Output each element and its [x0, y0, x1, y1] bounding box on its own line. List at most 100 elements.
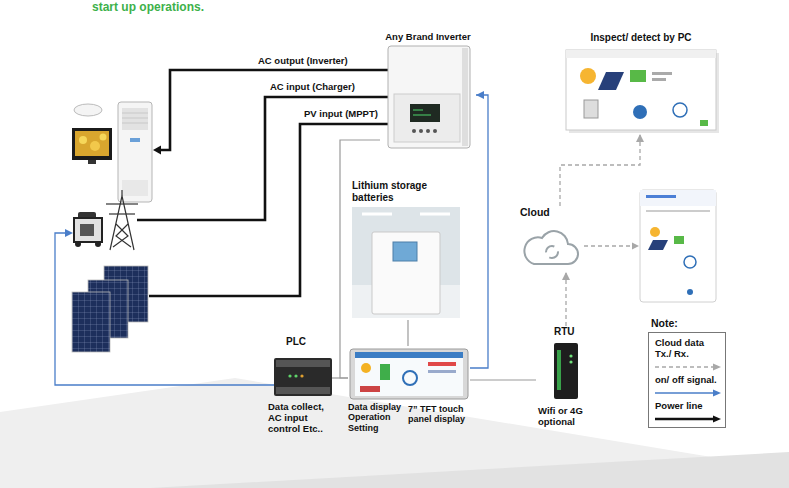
rtu-device: [569, 360, 572, 363]
pc-screenshot: [652, 78, 666, 81]
battery-photo: [393, 242, 417, 261]
battery-photo: [362, 213, 450, 216]
pc-screenshot: [700, 120, 708, 126]
appliances: [72, 128, 112, 160]
legend-title: Note:: [651, 317, 678, 329]
cloud-icon: [524, 231, 578, 264]
inverter: [412, 129, 416, 133]
legend-text: Cloud data Tx./ Rx.: [655, 338, 721, 360]
battery-photo: [352, 207, 460, 318]
pc-screenshot: [580, 68, 596, 84]
touch-panel: [428, 370, 456, 373]
inverter: [388, 46, 470, 148]
touch-panel: [403, 371, 417, 385]
connector: [470, 380, 536, 381]
generator: [74, 212, 102, 247]
connector-line: [560, 134, 640, 206]
appliances: [122, 113, 148, 123]
solar-panels: [72, 266, 148, 352]
node-description: Data collect, AC input control Etc..: [268, 402, 330, 435]
arrow-head: [562, 272, 570, 280]
pc-screenshot: [633, 105, 647, 119]
pc-screenshot: [673, 103, 687, 117]
legend-line: [655, 418, 714, 421]
appliances: [100, 134, 107, 141]
node-description: 7” TFT touch panel display: [408, 404, 470, 425]
node-description: Wifi or 4G optional: [538, 406, 600, 428]
pc-screenshot: [598, 72, 624, 90]
touch-panel: [350, 349, 468, 399]
plc-device: [274, 358, 332, 396]
touch-panel: [380, 364, 390, 380]
power-line: [137, 97, 388, 220]
cloud-node: Cloud: [514, 206, 584, 272]
appliances: [79, 136, 87, 144]
legend-line: [655, 366, 714, 367]
touch-panel: [355, 352, 463, 358]
appliances: [74, 104, 102, 116]
rtu-device: [569, 354, 572, 357]
connector-line: [470, 95, 488, 368]
plc-device: [288, 374, 291, 377]
cloud-icon: [524, 231, 578, 264]
legend-arrow-head: [713, 364, 721, 371]
arrow-head: [636, 134, 644, 142]
inverter: [433, 129, 437, 133]
legend-line-sample: [655, 363, 721, 371]
appliances: [122, 180, 148, 196]
touch-panel: [360, 386, 380, 392]
inverter: [426, 129, 430, 133]
phone-screenshot: [684, 256, 696, 268]
on-off-signal-line: [55, 229, 274, 385]
inverter: [410, 104, 440, 122]
inverter-node: Any Brand Inverter: [380, 30, 476, 150]
phone-screenshot: [674, 236, 684, 244]
appliances: [90, 141, 100, 151]
connector-line: [565, 272, 566, 326]
pc-screenshot: [652, 72, 672, 75]
plc-device: [300, 374, 303, 377]
power-line: [153, 146, 161, 155]
touch-panel-node: Data display Operation Setting7” TFT tou…: [348, 346, 470, 438]
connector: [560, 134, 644, 206]
connector-line: [407, 320, 408, 346]
rtu-node: RTUWifi or 4G optional: [536, 326, 600, 430]
phone-screenshot: [687, 289, 693, 295]
battery-photo: [352, 207, 460, 318]
power-pylon: [121, 190, 122, 196]
on-off-signal-line: [65, 229, 73, 237]
rtu-device: [554, 343, 578, 399]
phone-screenshot: [646, 210, 710, 212]
touch-panel: [361, 363, 371, 373]
pc-screenshot: [566, 50, 716, 130]
inverter: [419, 129, 423, 133]
connector: [470, 91, 488, 368]
pc-node: Inspect/ detect by PC: [560, 30, 722, 134]
power-line: [160, 70, 388, 150]
connector-line: [470, 379, 536, 380]
node-heading: Cloud: [520, 206, 566, 218]
power-pylon: [116, 224, 131, 247]
pc-screenshot: [566, 50, 716, 58]
arrow-head: [476, 91, 484, 99]
node-heading: Data display Operation Setting: [348, 402, 404, 433]
power-pylon: [106, 190, 138, 250]
connector-line: [340, 140, 380, 378]
generator: [74, 218, 102, 242]
node-heading: Lithium storage batteries: [352, 180, 448, 203]
power-pylon: [109, 213, 135, 214]
cloud-data-line: [632, 243, 639, 250]
power-line: [137, 70, 388, 296]
phone-screenshot: [640, 190, 716, 302]
legend-line-sample: [655, 389, 721, 397]
legend-line-sample: [655, 415, 721, 423]
pc-screenshot: [584, 100, 598, 118]
pc-screenshot: [566, 50, 719, 133]
generator: [80, 224, 94, 236]
plc-device: [294, 374, 297, 377]
legend-box: Cloud data Tx./ Rx.on/ off signal.Power …: [648, 332, 726, 428]
touch-panel: [428, 362, 456, 366]
appliances: [88, 160, 96, 164]
line-label: AC output (Inverter): [258, 56, 348, 67]
rtu-device: [557, 350, 561, 390]
